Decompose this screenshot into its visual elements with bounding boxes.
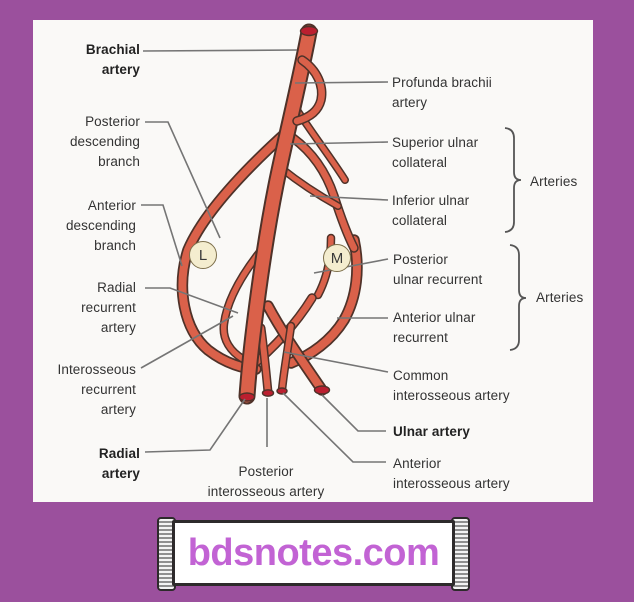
ulnar-cut-end xyxy=(313,385,331,395)
leader-profunda xyxy=(294,81,389,84)
label-posterior-descending-branch: Posterior descending branch xyxy=(69,114,140,169)
label-profunda-brachii-artery: Profunda brachii artery xyxy=(392,75,492,110)
label-arteries-lower: Arteries xyxy=(536,290,584,305)
leader-radial-recurrent xyxy=(145,287,239,314)
leader-posterior-ulnar-recurrent xyxy=(313,258,389,274)
label-brachial-artery: Brachial artery xyxy=(85,42,140,77)
leader-anterior-interosseous xyxy=(282,392,386,463)
banner-band: bdsnotes.com xyxy=(172,520,455,586)
anterior-interosseous-cut-end xyxy=(276,387,288,395)
leader-brachial xyxy=(142,49,298,52)
leader-lines xyxy=(140,49,389,463)
leader-interosseous-recurrent xyxy=(140,315,234,369)
label-radial-recurrent-artery: Radial recurrent artery xyxy=(81,280,136,335)
artery-illustration xyxy=(140,20,527,463)
label-posterior-ulnar-recurrent: Posterior ulnar recurrent xyxy=(393,252,483,287)
posterior-interosseous-cut-end xyxy=(261,389,275,397)
label-anterior-descending-branch: Anterior descending branch xyxy=(65,198,136,253)
leader-ulnar xyxy=(321,394,386,432)
label-posterior-interosseous-artery: Posterior interosseous artery xyxy=(207,464,325,499)
brachial-cut-end xyxy=(299,25,319,37)
leader-inferior-ulnar xyxy=(309,195,389,201)
marker-lateral: L xyxy=(189,241,217,269)
label-arteries-upper: Arteries xyxy=(530,174,578,189)
watermark-banner: bdsnotes.com xyxy=(157,517,470,591)
leader-common-interosseous xyxy=(283,351,389,373)
label-interosseous-recurrent-artery: Interosseous recurrent artery xyxy=(57,362,136,417)
label-anterior-interosseous-artery: Anterior interosseous artery xyxy=(393,456,510,491)
leader-radial xyxy=(144,398,246,453)
brace-arteries-lower xyxy=(509,244,527,351)
leader-posterior-descending xyxy=(145,121,221,239)
group-braces xyxy=(504,127,527,351)
marker-medial: M xyxy=(323,244,351,272)
label-ulnar-artery: Ulnar artery xyxy=(393,424,470,439)
brace-arteries-upper xyxy=(504,127,522,233)
leader-superior-ulnar xyxy=(289,141,389,145)
artery-network xyxy=(182,27,356,402)
label-anterior-ulnar-recurrent: Anterior ulnar recurrent xyxy=(393,310,476,345)
label-inferior-ulnar-collateral: Inferior ulnar collateral xyxy=(392,193,470,228)
label-radial-artery: Radial artery xyxy=(98,446,140,481)
banner-text: bdsnotes.com xyxy=(187,531,440,574)
leader-anterior-descending xyxy=(141,204,183,267)
radial-cut-end xyxy=(238,392,256,402)
label-superior-ulnar-collateral: Superior ulnar collateral xyxy=(392,135,479,170)
diagram-panel: Brachial artery Posterior descending bra… xyxy=(33,20,593,502)
label-common-interosseous-artery: Common interosseous artery xyxy=(393,368,510,403)
